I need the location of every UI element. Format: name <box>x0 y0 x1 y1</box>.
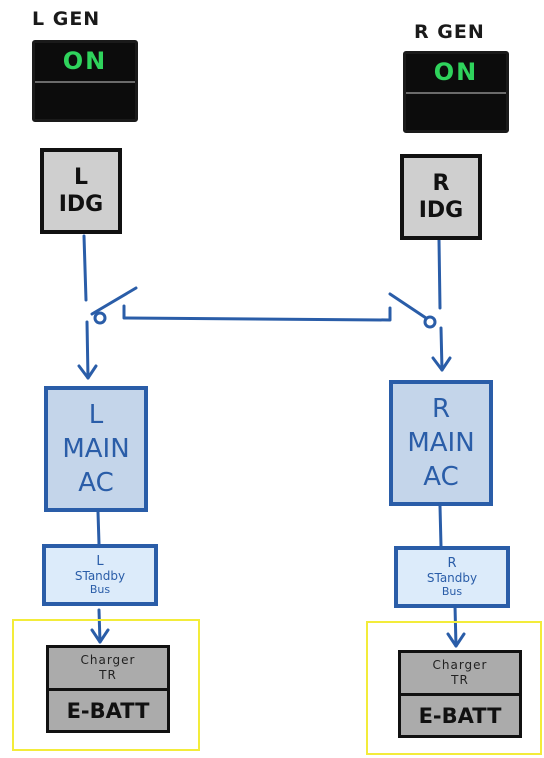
right-idg-label: IDG <box>418 198 464 223</box>
left-tr-label: TR <box>99 668 117 682</box>
left-idg-to-main-ac-line <box>85 320 90 380</box>
right-main-ac-side: R <box>431 394 451 424</box>
right-breaker-switch <box>388 292 428 320</box>
left-idg-side: L <box>73 165 89 190</box>
right-main-ac-main: MAIN <box>407 428 475 458</box>
left-charger-battery-unit: Charger TR E-BATT <box>46 645 170 733</box>
right-idg-feed-line <box>437 238 442 310</box>
right-gen-switch[interactable]: ON <box>403 51 509 133</box>
right-charger-arrow <box>446 632 466 648</box>
left-standby-word: STandby <box>74 568 126 583</box>
right-standby-word: STandby <box>426 570 478 585</box>
left-main-ac-ac: AC <box>78 468 114 498</box>
right-idg-to-main-ac-line <box>439 326 444 372</box>
left-charger-tr: Charger TR <box>49 648 167 691</box>
left-standby-side: L <box>96 553 104 569</box>
left-standby-bus: L STandby Bus <box>42 544 158 606</box>
right-main-ac-bus: R MAIN AC <box>389 380 493 506</box>
right-main-ac-to-standby-line <box>438 504 443 548</box>
left-charger-arrow <box>90 628 110 644</box>
right-gen-switch-divider <box>406 92 506 94</box>
left-gen-switch[interactable]: ON <box>32 40 138 122</box>
left-main-ac-main: MAIN <box>62 434 130 464</box>
left-gen-label: L GEN <box>32 8 101 30</box>
right-breaker-contact <box>423 315 437 329</box>
right-standby-bus-word: Bus <box>441 584 463 598</box>
left-breaker-switch <box>90 286 138 316</box>
right-standby-side: R <box>447 555 457 571</box>
right-standby-to-charger-line <box>453 604 458 648</box>
right-battery-highlight <box>366 621 542 755</box>
right-charger-battery-unit: Charger TR E-BATT <box>398 650 522 738</box>
left-ebatt-label: E-BATT <box>66 698 150 723</box>
right-main-ac-arrow <box>431 356 452 372</box>
left-standby-to-charger-line <box>97 608 102 644</box>
right-main-ac-ac: AC <box>423 462 459 492</box>
left-gen-switch-divider <box>35 81 135 83</box>
right-standby-bus: R STandby Bus <box>394 546 510 608</box>
right-charger-label: Charger <box>432 658 488 672</box>
left-gen-state: ON <box>62 47 108 75</box>
left-main-ac-to-standby-line <box>96 510 101 546</box>
right-idg: R IDG <box>400 154 482 240</box>
right-idg-side: R <box>432 171 450 196</box>
left-main-ac-bus: L MAIN AC <box>44 386 148 512</box>
right-gen-label: R GEN <box>414 21 485 43</box>
left-main-ac-arrow <box>77 364 98 380</box>
right-tr-label: TR <box>451 673 469 687</box>
left-breaker-contact <box>93 311 107 325</box>
bus-tie-line <box>122 304 392 322</box>
right-gen-state: ON <box>433 58 479 86</box>
left-idg-feed-line <box>82 234 88 302</box>
right-charger-tr: Charger TR <box>401 653 519 696</box>
left-idg: L IDG <box>40 148 122 234</box>
left-battery-highlight <box>12 619 200 751</box>
left-main-ac-side: L <box>88 400 104 430</box>
left-standby-bus-word: Bus <box>89 582 111 596</box>
left-charger-label: Charger <box>80 653 136 667</box>
right-ebatt-label: E-BATT <box>418 703 502 728</box>
left-idg-label: IDG <box>58 192 104 217</box>
